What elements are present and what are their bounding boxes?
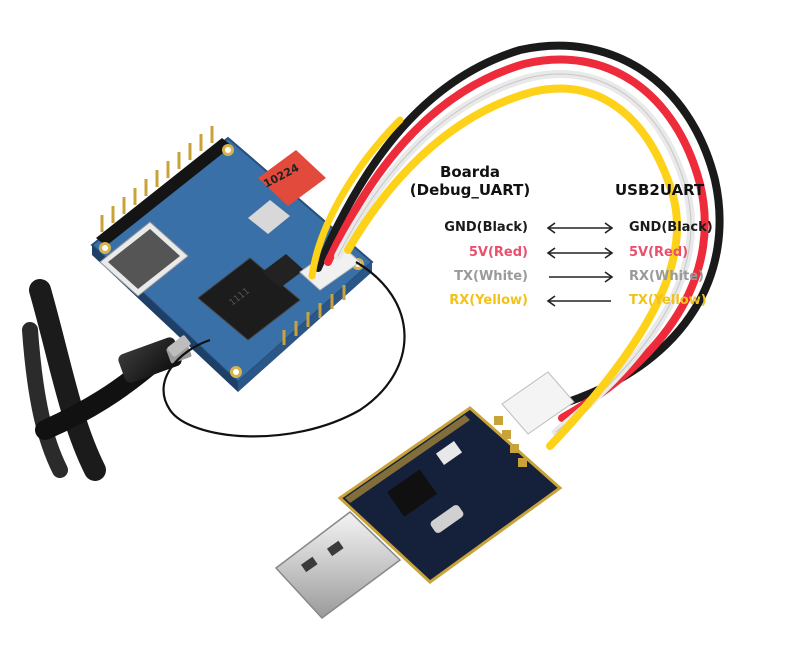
- pin-left-gnd: GND(Black): [444, 220, 528, 235]
- antenna-wire: [162, 261, 406, 438]
- usb2uart-adapter: [274, 371, 575, 620]
- pin-left-rx: RX(Yellow): [449, 293, 528, 308]
- dev-board: 10224 1111: [90, 126, 374, 392]
- pin-right-rx: RX(White): [629, 269, 704, 284]
- pin-header-top: [100, 126, 214, 232]
- board-header-line1: Boarda: [439, 163, 501, 181]
- uart-cable: [308, 41, 724, 450]
- board-header: Boarda (Debug_UART): [400, 163, 540, 199]
- left-arrow-icon: [546, 295, 611, 307]
- pin-right-tx: TX(Yellow): [629, 293, 707, 308]
- board-header-line2: (Debug_UART): [409, 181, 531, 199]
- pin-right-5v: 5V(Red): [629, 245, 689, 260]
- pin-left-5v: 5V(Red): [468, 245, 528, 260]
- right-arrow-icon: [549, 271, 614, 283]
- double-arrow-icon: [546, 222, 614, 234]
- usb2uart-header: USB2UART: [615, 181, 705, 199]
- pin-left-tx: TX(White): [454, 269, 528, 284]
- double-arrow-icon: [546, 247, 614, 259]
- pin-header-right: [282, 285, 346, 345]
- micro-usb-cable: [22, 279, 192, 481]
- pin-right-gnd: GND(Black): [629, 220, 713, 235]
